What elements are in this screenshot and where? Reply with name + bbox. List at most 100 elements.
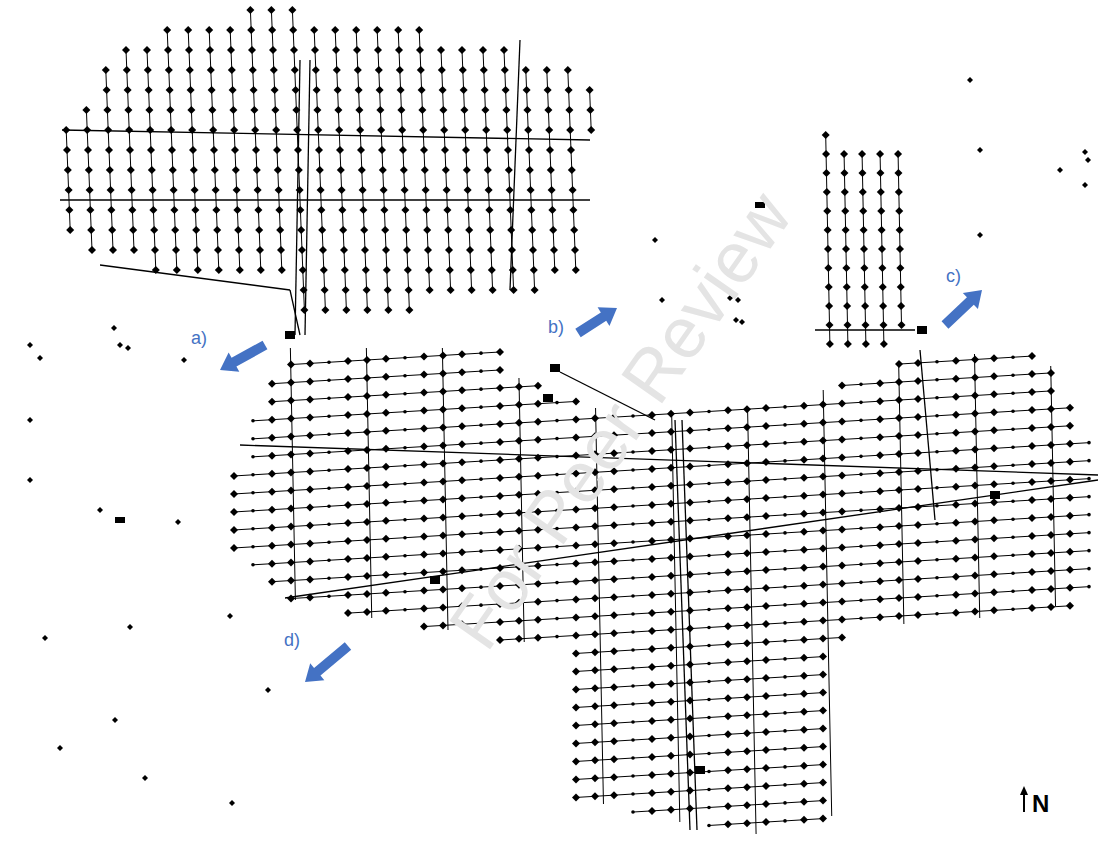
junction: [363, 306, 371, 314]
junction: [254, 206, 262, 214]
node-dot: [783, 459, 787, 463]
junction: [276, 226, 284, 234]
junction: [568, 166, 576, 174]
junction: [971, 356, 979, 364]
junction: [147, 146, 155, 154]
junction: [226, 26, 234, 34]
junction: [743, 423, 751, 431]
junction: [859, 207, 867, 215]
junction: [287, 451, 295, 459]
junction: [952, 537, 960, 545]
junction: [382, 517, 390, 525]
junction: [743, 495, 751, 503]
junction: [146, 126, 154, 134]
junction: [503, 126, 511, 134]
junction: [375, 66, 383, 74]
junction: [686, 553, 694, 561]
node-dot: [707, 536, 711, 540]
junction: [293, 126, 301, 134]
junction: [103, 86, 111, 94]
junction: [496, 384, 504, 392]
junction: [340, 246, 348, 254]
junction: [344, 519, 352, 527]
junction: [1047, 531, 1055, 539]
junction: [268, 416, 276, 424]
junction: [321, 306, 329, 314]
junction: [570, 226, 578, 234]
junction: [363, 464, 371, 472]
junction: [187, 86, 195, 94]
junction: [439, 86, 447, 94]
junction: [762, 530, 770, 538]
junction: [648, 555, 656, 563]
junction: [404, 266, 412, 274]
junction: [267, 6, 275, 14]
junction: [268, 560, 276, 568]
junction: [914, 449, 922, 457]
junction: [1028, 478, 1036, 486]
node-dot: [251, 437, 255, 441]
junction: [502, 86, 510, 94]
junction: [458, 386, 466, 394]
junction: [458, 440, 466, 448]
node-dot: [1011, 499, 1015, 503]
junction: [876, 379, 884, 387]
junction: [878, 264, 886, 272]
junction: [466, 246, 474, 254]
junction: [648, 519, 656, 527]
junction: [306, 503, 314, 511]
junction: [838, 453, 846, 461]
node-dot: [479, 369, 483, 373]
junction: [287, 469, 295, 477]
junction: [420, 461, 428, 469]
junction: [522, 66, 530, 74]
junction: [1047, 387, 1055, 395]
node-dot: [251, 563, 255, 567]
junction: [971, 536, 979, 544]
junction: [458, 476, 466, 484]
junction: [952, 429, 960, 437]
junction: [376, 106, 384, 114]
junction: [509, 266, 517, 274]
junction: [840, 169, 848, 177]
junction: [545, 126, 553, 134]
junction: [550, 246, 558, 254]
junction: [382, 246, 390, 254]
node-dot: [1087, 459, 1091, 463]
node-dot: [859, 473, 863, 477]
junction: [334, 86, 342, 94]
junction: [126, 146, 134, 154]
node-dot: [251, 527, 255, 531]
junction: [481, 86, 489, 94]
node-dot: [783, 441, 787, 445]
junction: [496, 420, 504, 428]
junction: [496, 456, 504, 464]
junction: [246, 6, 254, 14]
node-dot: [403, 464, 407, 468]
junction: [1028, 352, 1036, 360]
junction: [194, 266, 202, 274]
junction: [1028, 370, 1036, 378]
junction: [586, 106, 594, 114]
junction: [990, 498, 998, 506]
junctions: [62, 6, 1091, 828]
junction: [842, 226, 850, 234]
junction: [361, 246, 369, 254]
junction: [439, 495, 447, 503]
junction: [724, 496, 732, 504]
node-dot: [859, 491, 863, 495]
node-dot: [935, 396, 939, 400]
node-dot: [479, 531, 483, 535]
junction: [496, 438, 504, 446]
junction: [667, 410, 675, 418]
junction: [321, 286, 329, 294]
junction: [382, 589, 390, 597]
node-dot: [479, 549, 483, 553]
junction: [234, 226, 242, 234]
junction: [65, 186, 73, 194]
junction: [876, 415, 884, 423]
junction: [648, 501, 656, 509]
junction: [296, 206, 304, 214]
junction: [823, 207, 831, 215]
